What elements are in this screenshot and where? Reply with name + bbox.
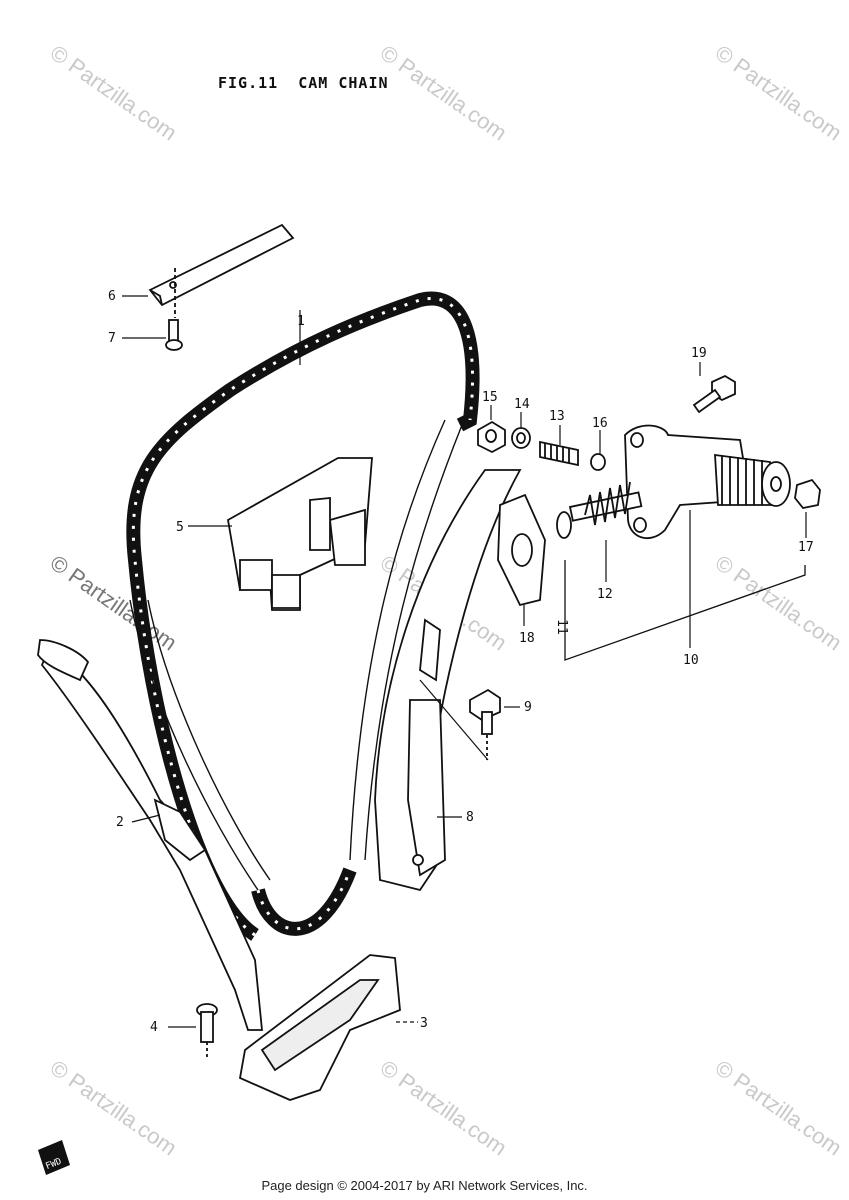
copyright-footer: Page design © 2004-2017 by ARI Network S…: [261, 1178, 588, 1193]
top-chain-guide: [148, 223, 295, 318]
cap-nut: [794, 478, 821, 509]
callout-4: 4: [150, 1020, 158, 1035]
callout-12: 12: [597, 587, 613, 602]
tensioner-gasket: [497, 493, 546, 607]
forward-arrow-icon: FWD: [38, 1140, 70, 1175]
callout-6: 6: [108, 289, 116, 304]
callout-16: 16: [592, 416, 608, 431]
callout-3: 3: [420, 1016, 428, 1031]
chain-guide-seat: [238, 954, 401, 1101]
tensioner-guide: [374, 469, 522, 892]
leader-line: [419, 679, 489, 761]
nut: [477, 420, 506, 454]
callout-15: 15: [482, 390, 498, 405]
callout-10: 10: [683, 653, 699, 668]
callout-17: 17: [798, 540, 814, 555]
callout-9: 9: [524, 700, 532, 715]
callout-2: 2: [116, 815, 124, 830]
callout-14: 14: [514, 397, 530, 412]
tensioner-body: [624, 424, 791, 540]
figure-number: FIG.11: [218, 74, 279, 92]
tensioner-push-rod: [556, 491, 643, 539]
callout-13: 13: [549, 409, 565, 424]
cam-chain: [126, 291, 480, 941]
group-bracket: [564, 560, 806, 661]
o-ring: [590, 453, 606, 471]
callout-8: 8: [466, 810, 474, 825]
chain-guide-bracket: [227, 457, 373, 611]
figure-title: FIG.11 CAM CHAIN: [218, 74, 389, 92]
adjuster-bolt: [539, 440, 579, 467]
tensioner-spring: [584, 481, 631, 526]
seat-screw: [196, 1003, 218, 1060]
callout-7: 7: [108, 331, 116, 346]
figure-name: CAM CHAIN: [298, 74, 389, 92]
washer: [511, 427, 531, 449]
callout-1: 1: [297, 314, 305, 329]
callout-5: 5: [176, 520, 184, 535]
leader-lines: [122, 295, 807, 1028]
tensioner-bolt: [692, 374, 736, 414]
callout-19: 19: [691, 346, 707, 361]
rear-chain-guide: [37, 639, 263, 1031]
guide-screw: [165, 319, 183, 351]
guide-bolt: [469, 688, 501, 760]
callout-11: 11: [554, 619, 569, 635]
callout-18: 18: [519, 631, 535, 646]
